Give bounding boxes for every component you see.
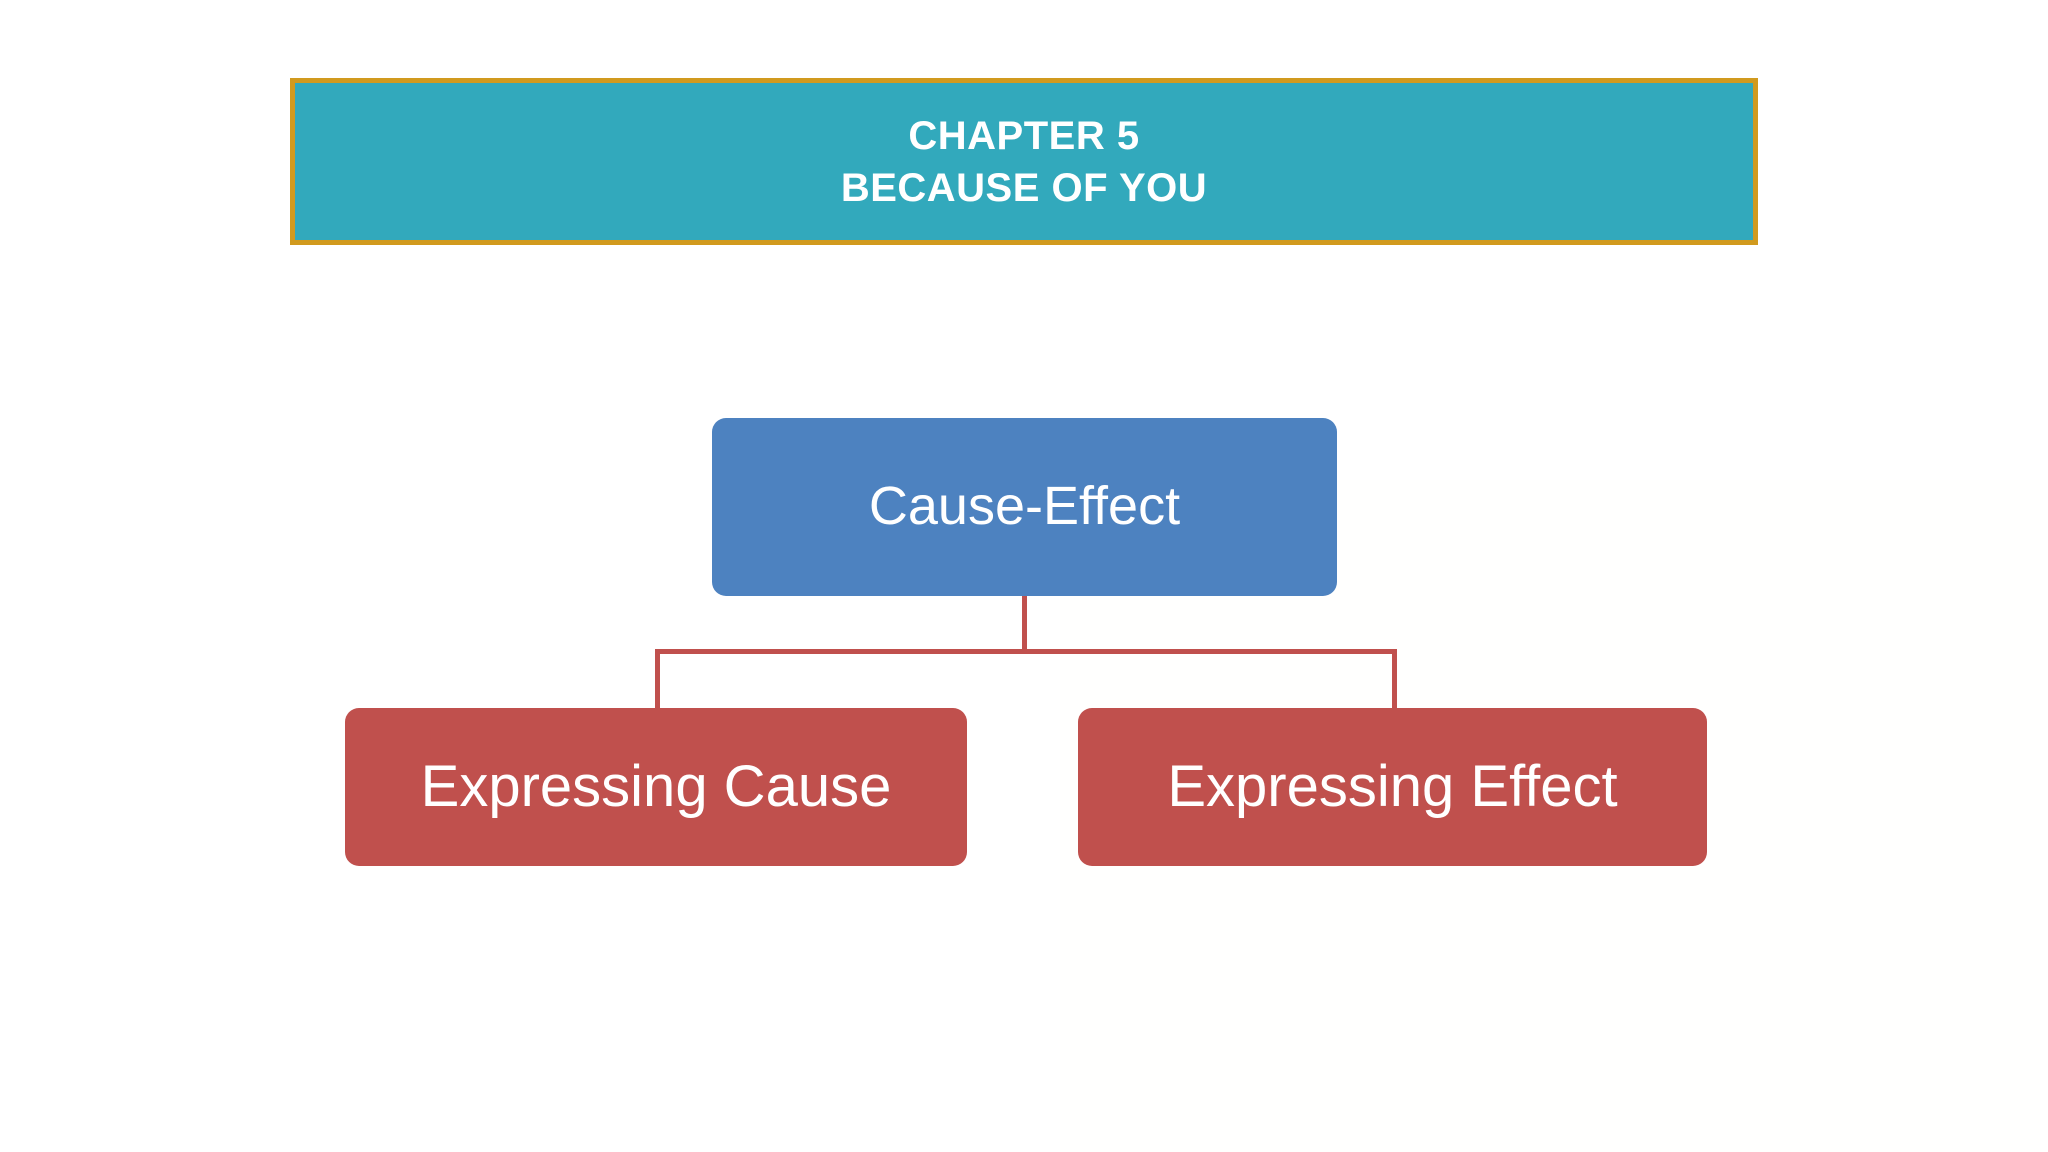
- node-cause-effect[interactable]: Cause-Effect: [712, 418, 1337, 596]
- connector-horizontal-bar: [655, 649, 1397, 654]
- node-expressing-cause[interactable]: Expressing Cause: [345, 708, 967, 866]
- node-expressing-effect[interactable]: Expressing Effect: [1078, 708, 1707, 866]
- connector-root-stem: [1022, 596, 1027, 654]
- chapter-title-banner: CHAPTER 5 BECAUSE OF YOU: [290, 78, 1758, 245]
- connector-drop-left: [655, 649, 660, 709]
- chapter-title-line-2: BECAUSE OF YOU: [840, 165, 1208, 210]
- connector-drop-right: [1392, 649, 1397, 709]
- chapter-title-line-1: CHAPTER 5: [908, 113, 1140, 158]
